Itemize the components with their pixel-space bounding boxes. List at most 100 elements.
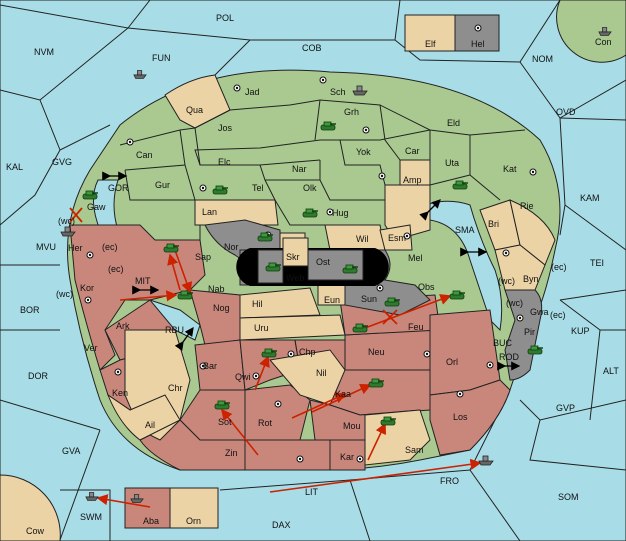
label-dor: DOR xyxy=(28,371,49,381)
label-gaw: Gaw xyxy=(87,202,106,212)
label-gvg: GVG xyxy=(52,157,72,167)
label-kor: Kor xyxy=(80,283,94,293)
label-uru: Uru xyxy=(254,323,269,333)
label-ec-byn: (ec) xyxy=(551,262,567,272)
passage-arrows xyxy=(102,171,521,371)
label-mel: Mel xyxy=(408,253,423,263)
label-sch: Sch xyxy=(330,87,346,97)
label-obs: Obs xyxy=(418,282,435,292)
label-chp: Chp xyxy=(299,347,316,357)
island-aba-orn xyxy=(124,487,219,529)
label-neu: Neu xyxy=(368,347,385,357)
label-cow: Cow xyxy=(26,526,45,536)
label-jad: Jad xyxy=(245,87,260,97)
label-wc-gaw: (wc) xyxy=(58,216,75,226)
label-wc-kor: (wc) xyxy=(56,289,73,299)
label-ec-gwa: (ec) xyxy=(550,310,566,320)
label-kam: KAM xyxy=(580,193,600,203)
label-aba: Aba xyxy=(143,516,159,526)
label-byn: Byn xyxy=(523,274,539,284)
label-amp: Amp xyxy=(403,175,422,185)
label-orn: Orn xyxy=(186,516,201,526)
label-hil: Hil xyxy=(252,299,263,309)
label-ec-her: (ec) xyxy=(102,242,118,252)
label-sot: Sot xyxy=(218,417,232,427)
label-tei: TEI xyxy=(590,258,604,268)
label-elc: Elc xyxy=(218,157,231,167)
label-rie: Rie xyxy=(520,201,534,211)
label-web: Web xyxy=(286,273,304,283)
label-wil: Wil xyxy=(356,234,369,244)
label-hel: Hel xyxy=(471,39,485,49)
label-lan: Lan xyxy=(202,207,217,217)
label-mou: Mou xyxy=(343,421,361,431)
neutral-territories xyxy=(106,74,556,466)
label-buc: BUC xyxy=(493,338,513,348)
label-orl: Orl xyxy=(446,357,458,367)
label-tel: Tel xyxy=(252,183,264,193)
label-rot: Rot xyxy=(258,418,273,428)
label-zin: Zin xyxy=(225,448,238,458)
label-sap: Sap xyxy=(195,252,211,262)
label-lit: LIT xyxy=(305,487,319,497)
label-qwi: Qwi xyxy=(235,372,251,382)
label-yok: Yok xyxy=(356,147,371,157)
label-skr: Skr xyxy=(286,252,300,262)
label-uta: Uta xyxy=(445,158,459,168)
label-olk: Olk xyxy=(303,183,317,193)
label-nom: NOM xyxy=(532,54,553,64)
label-chr: Chr xyxy=(168,383,183,393)
label-can: Can xyxy=(136,150,153,160)
label-kar: Kar xyxy=(340,452,354,462)
label-gur: Gur xyxy=(155,180,170,190)
label-bar: Bar xyxy=(203,361,217,371)
label-bri: Bri xyxy=(488,219,499,229)
label-sam: Sam xyxy=(405,445,424,455)
label-sma: SMA xyxy=(455,225,475,235)
island-con xyxy=(556,0,626,63)
label-dax: DAX xyxy=(272,520,291,530)
label-kat: Kat xyxy=(503,164,517,174)
label-ail: Ail xyxy=(145,420,155,430)
label-grh: Grh xyxy=(344,107,359,117)
island-elf-hel xyxy=(404,14,500,52)
label-kal: KAL xyxy=(6,162,23,172)
label-rbu: RBU xyxy=(165,325,184,335)
label-hug: Hug xyxy=(332,208,349,218)
label-ver: Ver xyxy=(84,343,98,353)
label-som: SOM xyxy=(558,492,579,502)
dislodged-markers xyxy=(69,207,398,325)
label-sun: Sun xyxy=(361,294,377,304)
green-borders xyxy=(119,99,526,240)
label-ovd: OVD xyxy=(556,107,576,117)
label-fun: FUN xyxy=(152,53,171,63)
label-her: Her xyxy=(68,243,83,253)
label-fro: FRO xyxy=(440,476,459,486)
label-nog: Nog xyxy=(213,303,230,313)
label-jos: Jos xyxy=(218,123,233,133)
label-mit: MIT xyxy=(135,276,151,286)
label-alt: ALT xyxy=(603,366,619,376)
order-arrows xyxy=(96,249,482,508)
label-con: Con xyxy=(595,37,612,47)
label-ost: Ost xyxy=(316,257,331,267)
label-esm: Esm xyxy=(388,233,406,243)
label-nab: Nab xyxy=(208,284,225,294)
label-gvp: GVP xyxy=(556,403,575,413)
label-mvu: MVU xyxy=(36,242,56,252)
label-swm: SWM xyxy=(80,512,102,522)
label-nil: Nil xyxy=(316,368,327,378)
label-eld: Eld xyxy=(447,118,460,128)
label-elf: Elf xyxy=(425,39,436,49)
label-rod: ROD xyxy=(499,352,520,362)
label-nor: Nor xyxy=(224,242,239,252)
label-car: Car xyxy=(405,146,420,156)
label-feu: Feu xyxy=(408,322,424,332)
label-ec-kor: (ec) xyxy=(108,264,124,274)
label-wc-gwa: (wc) xyxy=(506,298,523,308)
label-nar: Nar xyxy=(292,164,307,174)
label-gor: GOR xyxy=(108,183,129,193)
label-ark: Ark xyxy=(116,321,130,331)
label-los: Los xyxy=(453,412,468,422)
label-eun: Eun xyxy=(324,295,340,305)
